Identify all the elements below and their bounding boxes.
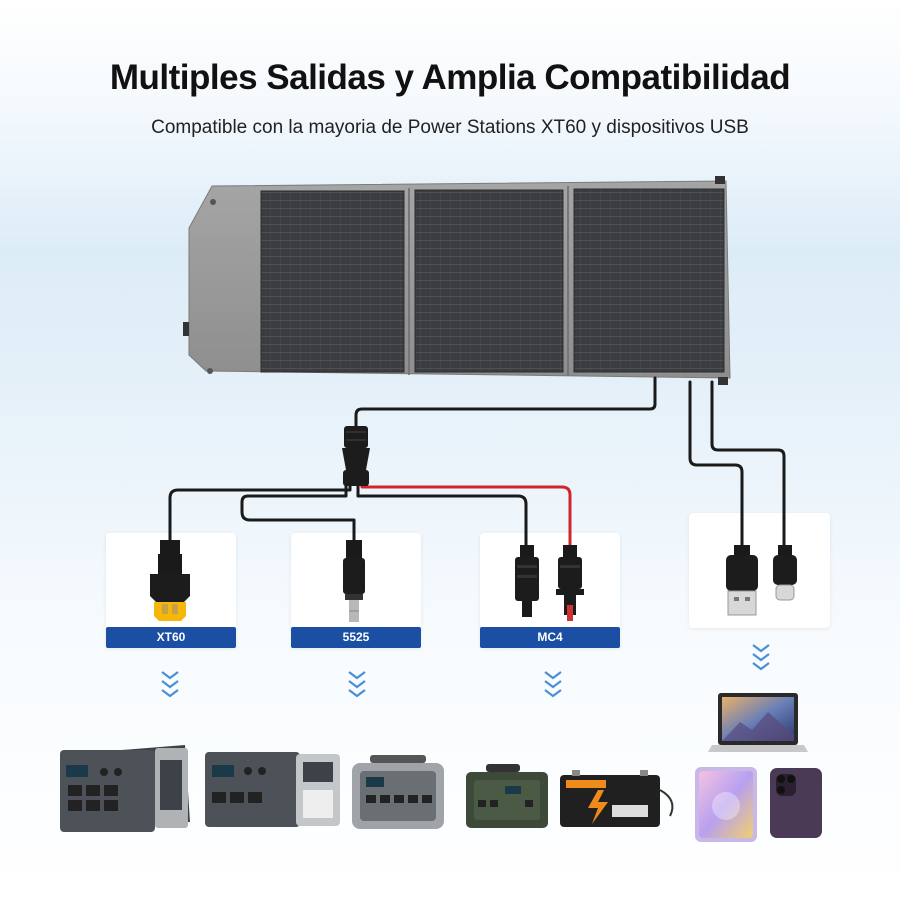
smartphone-2	[770, 768, 822, 838]
power-station-1	[60, 745, 190, 832]
mc4-connectors	[515, 545, 584, 621]
chevron-down-icons	[161, 644, 770, 698]
usb-a-connector	[726, 545, 758, 616]
power-station-3	[352, 755, 444, 829]
y-splitter	[342, 426, 370, 486]
usb-card	[689, 513, 830, 628]
usb-c-connector	[773, 545, 797, 601]
cables	[168, 376, 786, 547]
laptop	[708, 693, 808, 752]
dc5525-connector	[343, 540, 365, 622]
power-station-2	[205, 752, 340, 827]
page-subtitle: Compatible con la mayoria de Power Stati…	[151, 117, 749, 138]
mc4-label: MC4	[480, 627, 620, 648]
xt60-connector	[150, 540, 190, 621]
5525-label: 5525	[291, 627, 421, 648]
power-station-4	[466, 764, 548, 828]
battery	[560, 770, 674, 827]
xt60-label: XT60	[106, 627, 236, 648]
page-title: Multiples Salidas y Amplia Compatibilida…	[109, 58, 791, 97]
smartphone-1	[695, 767, 757, 842]
solar-panel	[183, 176, 731, 385]
